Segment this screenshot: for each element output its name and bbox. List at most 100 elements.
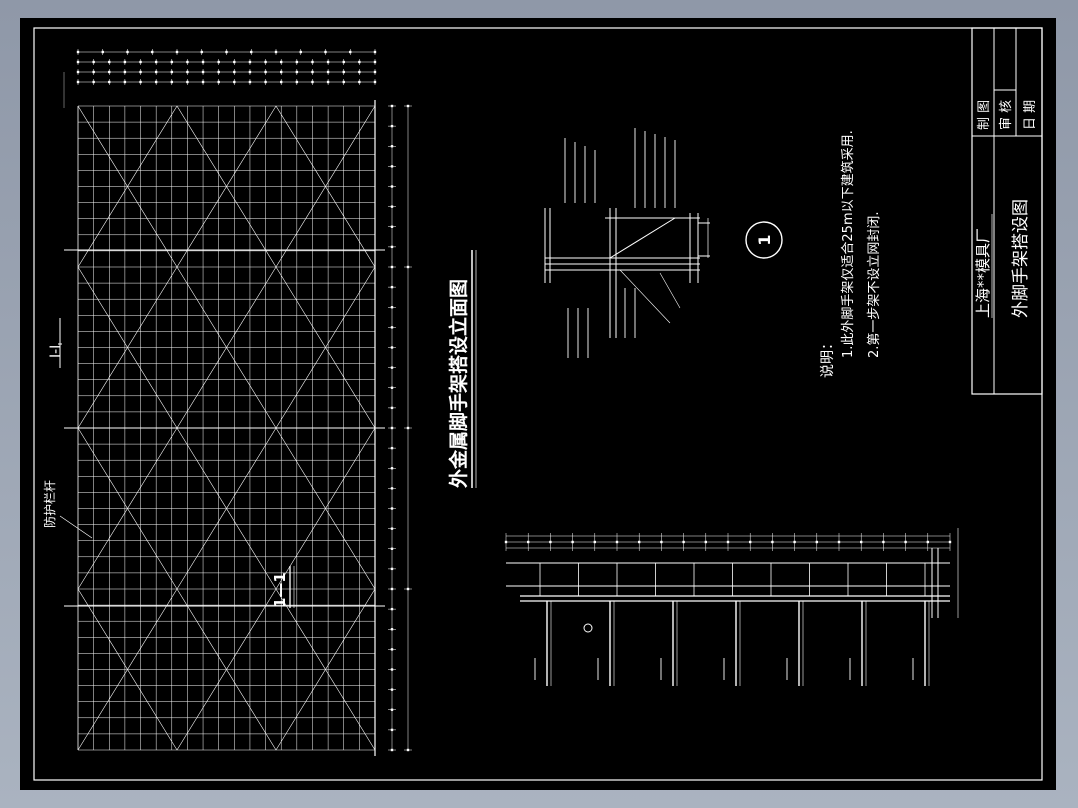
- dimension-tick: [299, 50, 302, 54]
- section-dimension-tick: [860, 540, 863, 544]
- dimension-tick: [217, 80, 220, 84]
- dimension-tick: [108, 80, 111, 84]
- dimension-tick: [126, 50, 129, 54]
- section-dimension-tick: [504, 540, 508, 544]
- dimension-tick: [248, 70, 252, 74]
- dimension-tick: [201, 60, 205, 64]
- dimension-tick: [108, 60, 111, 64]
- section-cut-label: I-I: [48, 345, 64, 358]
- section-dimension-tick: [948, 540, 952, 544]
- diagonal-brace: [176, 588, 277, 751]
- elevation-title: 外金属脚手架搭设立面图: [447, 279, 470, 488]
- dimension-tick: [139, 80, 142, 84]
- dimension-tick: [264, 70, 267, 74]
- dimension-tick: [250, 50, 253, 54]
- title-block-label-checked: 审 核: [999, 100, 1014, 130]
- dimension-tick: [311, 70, 314, 74]
- diagonal-brace: [275, 588, 376, 751]
- dimension-tick: [154, 70, 158, 74]
- dimension-tick: [248, 60, 252, 64]
- dimension-tick: [280, 60, 283, 64]
- dimension-tick: [342, 70, 345, 74]
- section-dimension-tick: [527, 540, 530, 544]
- section-dimension-tick: [549, 540, 552, 544]
- title-block-label-drawn: 制 图: [977, 100, 992, 130]
- dimension-tick: [390, 245, 394, 249]
- title-block-drawing-name: 外脚手架搭设图: [1011, 199, 1031, 318]
- diagonal-brace: [77, 266, 178, 429]
- dimension-tick: [92, 60, 95, 64]
- diagonal-brace: [77, 427, 178, 590]
- dimension-tick: [108, 70, 111, 74]
- title-block-label-date: 日 期: [1023, 100, 1038, 130]
- dimension-tick: [406, 748, 410, 752]
- dimension-tick: [390, 185, 394, 188]
- drawing-sheet: I-I 防护栏杆 外金属脚手架搭设立面图 1 说明： 1.此外脚手架仅适合25m…: [20, 18, 1056, 790]
- section-dimension-tick: [593, 540, 596, 544]
- dimension-tick: [154, 80, 158, 84]
- section-dimension-tick: [815, 540, 818, 544]
- dimension-tick: [390, 668, 394, 671]
- dimension-tick: [406, 587, 410, 591]
- section-dimension-tick: [704, 540, 707, 544]
- dimension-tick: [326, 80, 330, 84]
- dimension-tick: [390, 628, 394, 631]
- dimension-tick: [406, 426, 410, 430]
- dimension-tick: [390, 648, 394, 651]
- dimension-tick: [186, 70, 189, 74]
- dimension-tick: [295, 80, 299, 84]
- diagonal-brace: [176, 105, 277, 268]
- diagonal-brace: [176, 266, 277, 429]
- title-block-company: 上海**模具厂: [974, 228, 992, 318]
- dimension-tick: [390, 607, 394, 611]
- dimension-tick: [186, 60, 189, 64]
- dimension-tick: [324, 50, 327, 54]
- dimension-tick: [390, 205, 394, 208]
- dimension-tick: [280, 70, 283, 74]
- dimension-tick: [390, 104, 394, 108]
- dimension-tick: [373, 70, 377, 74]
- dimension-tick: [200, 50, 203, 54]
- dimension-tick: [201, 70, 205, 74]
- note-item-1: 1.此外脚手架仅适合25m以下建筑采用.: [840, 130, 856, 358]
- diagonal-brace: [77, 588, 178, 751]
- dimension-tick: [225, 50, 228, 54]
- dimension-tick: [264, 60, 267, 64]
- diagonal-brace: [275, 266, 376, 429]
- notes-heading: 说明：: [820, 336, 836, 378]
- dimension-tick: [76, 80, 80, 84]
- dimension-tick: [390, 708, 394, 711]
- title-block: [971, 27, 1043, 395]
- dimension-tick: [349, 50, 352, 54]
- dimension-tick: [101, 50, 104, 54]
- dimension-tick: [326, 70, 330, 74]
- dimension-tick: [358, 80, 361, 84]
- dimension-tick: [123, 60, 127, 64]
- dimension-tick: [76, 50, 80, 54]
- dimension-tick: [186, 80, 189, 84]
- dimension-tick: [390, 487, 394, 490]
- detail-marker-circle: [745, 221, 783, 259]
- section-dimension-tick: [638, 540, 641, 544]
- dimension-tick: [342, 60, 345, 64]
- section-dimension-tick: [749, 540, 752, 544]
- dimension-tick: [390, 446, 394, 450]
- section-dimension-tick: [837, 540, 841, 544]
- dimension-tick: [311, 80, 314, 84]
- right-dimension-chain: [388, 104, 412, 752]
- dimension-tick: [170, 70, 173, 74]
- dimension-tick: [390, 507, 394, 510]
- section-dimension-tick: [660, 540, 663, 544]
- dimension-tick: [217, 60, 220, 64]
- section-dimension-tick: [615, 540, 619, 544]
- diagonal-brace: [176, 427, 277, 590]
- section-callout-circle: [583, 623, 593, 633]
- section-dimension-tick: [682, 540, 685, 544]
- dimension-tick: [170, 80, 173, 84]
- section-dimension-tick: [726, 540, 730, 544]
- dimension-tick: [406, 265, 410, 269]
- dimension-tick: [390, 547, 394, 550]
- dimension-tick: [358, 70, 361, 74]
- dimension-tick: [76, 60, 80, 64]
- dimension-tick: [233, 70, 236, 74]
